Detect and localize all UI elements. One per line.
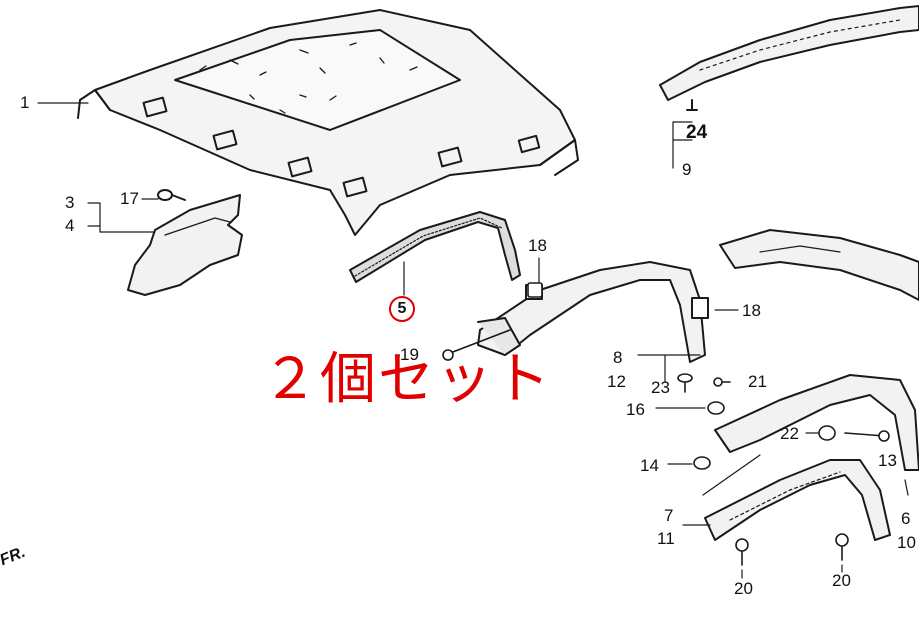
weatherstrip-part (349, 211, 521, 283)
callout-8: 8 (613, 348, 623, 367)
callout-18-upper: 18 (528, 236, 547, 255)
callout-11: 11 (657, 529, 675, 548)
callout-1: 1 (20, 93, 30, 112)
side-rail-part (719, 229, 919, 301)
callout-20-right: 20 (832, 571, 851, 590)
callout-18-lower: 18 (742, 301, 761, 320)
fastener-set (442, 282, 890, 566)
callout-24: 24 (686, 122, 708, 143)
set-of-two-banner: ２個セット (262, 347, 552, 412)
drip-molding-part (704, 459, 891, 541)
callout-4: 4 (65, 216, 75, 235)
callout-10: 10 (897, 533, 916, 552)
callout-14: 14 (640, 456, 659, 475)
callout-5: 5 (397, 300, 407, 317)
pillar-trim-part (127, 189, 243, 296)
leader-lines (37, 102, 909, 579)
callout-13: 13 (878, 451, 897, 470)
callout-20-left: 20 (734, 579, 753, 598)
callout-23: 23 (651, 378, 670, 397)
callout-5-highlight: 5 (389, 296, 415, 322)
roof-rail-part (659, 5, 919, 111)
roof-liner-part (77, 9, 579, 236)
callout-6: 6 (901, 509, 911, 528)
callout-16: 16 (626, 400, 645, 419)
callout-7: 7 (664, 506, 674, 525)
callout-21: 21 (748, 372, 767, 391)
callout-19: 19 (400, 345, 419, 364)
callout-17: 17 (120, 189, 139, 208)
callout-22: 22 (780, 424, 799, 443)
callout-12: 12 (607, 372, 626, 391)
callout-3: 3 (65, 193, 75, 212)
belt-molding-part (714, 374, 919, 471)
callout-9: 9 (682, 160, 692, 179)
